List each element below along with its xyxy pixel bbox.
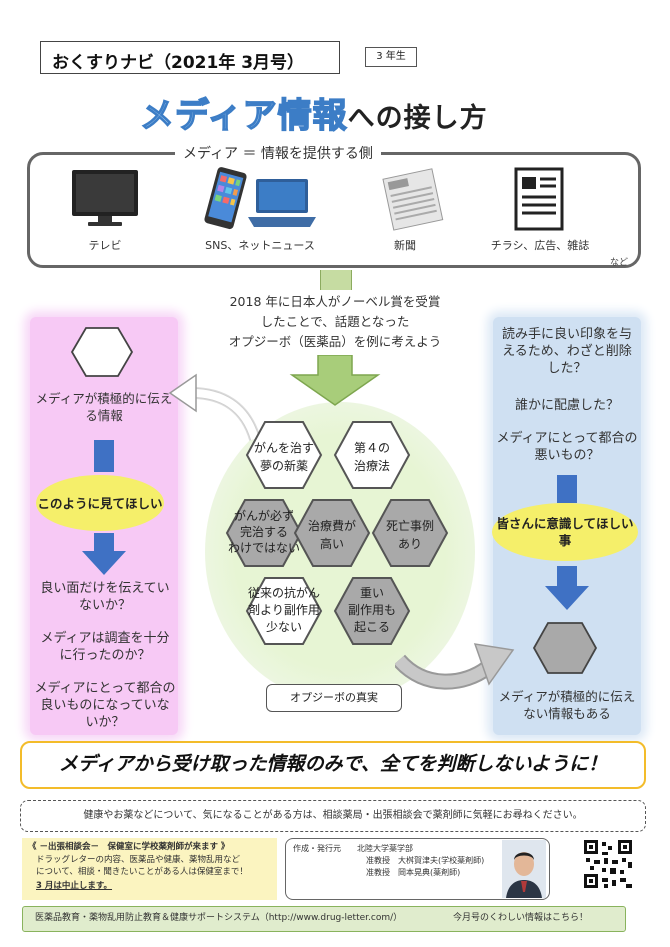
hex-high-cost: 治療費が 高い [293,499,371,567]
grade-label: 3 年生 [365,47,417,67]
right-question-3: メディアにとって都合の悪いもの？ [496,431,638,463]
media-label-tv: テレビ [88,239,122,252]
left-question-1: 良い面だけを伝えていないか？ [40,581,170,613]
svg-text:夢の新薬: 夢の新薬 [260,458,308,473]
hex-cure-dream: がんを治す 夢の新薬 [245,421,323,489]
svg-text:従来の抗がん: 従来の抗がん [248,585,320,600]
connector-stem [320,270,352,290]
consult-note: 健康やお薬などについて、気になることがある方は、相談薬局・出張相談会で薬剤師に気… [20,800,646,832]
svg-text:がんが必ず: がんが必ず [234,508,294,523]
publisher-person-2: 准教授 岡本晃典(薬剤師) [366,868,461,877]
center-intro: 2018 年に日本人がノーベル賞を受賞 したことで、話題となった オプジーボ（医… [200,292,470,352]
right-ellipse: 皆さんに意識してほしい事 [492,503,638,561]
brand-title: おくすりナビ（2021年 3月号） [52,53,305,73]
svg-text:少ない: 少ない [266,620,302,634]
warning-banner: メディアから受け取った情報のみで、全てを判断しないように！ [20,741,646,789]
qr-code[interactable] [582,838,634,890]
svg-text:重い: 重い [360,586,384,600]
media-heading: メディア ＝ 情報を提供する側 [175,143,381,163]
right-down-arrow [545,566,589,610]
svg-text:完治する: 完治する [240,524,288,539]
left-ellipse: このように見てほしい [36,475,164,531]
media-label-sns: SNS、ネットニュース [205,239,315,252]
svg-text:死亡事例: 死亡事例 [386,519,434,533]
svg-text:がんを治す: がんを治す [254,440,314,455]
intro-line-3: オプジーボ（医薬品）を例に考えよう [228,334,442,349]
right-question-2: 誰かに配慮した？ [514,398,619,413]
svg-text:あり: あり [398,537,422,551]
footer-bar: 医薬品教育・薬物乱用防止教育＆健康サポートシステム（http://www.dru… [22,906,626,932]
publisher-org: 北陸大学薬学部 [357,844,413,853]
publisher-person-1: 准教授 大桝賀津夫(学校薬剤師) [366,856,485,865]
title-rest: への接し方 [347,103,488,134]
svg-text:副作用も: 副作用も [348,603,396,617]
outreach-note: 3 月は中止します。 [36,881,113,891]
outreach-title: 《 －出張相談会－ 保健室に学校薬剤師が来ます 》 [28,842,230,852]
page-title: メディア情報への接し方 [139,88,488,137]
green-down-arrow [289,355,381,406]
left-question-3: メディアにとって都合の良いものになっていないか？ [34,681,176,730]
media-label-flyer: チラシ、広告、雑誌 [490,239,590,252]
curved-arrow-right [395,643,515,690]
svg-text:治療費が: 治療費が [308,518,356,533]
newspaper-icon [382,168,444,231]
left-down-arrow [82,533,126,575]
svg-text:起こる: 起こる [354,620,390,634]
svg-text:剤より副作用: 剤より副作用 [248,602,320,617]
footer-system[interactable]: 医薬品教育・薬物乱用防止教育＆健康サポートシステム（http://www.dru… [35,913,403,923]
title-highlight: メディア情報 [139,95,348,137]
outreach-box [22,838,277,900]
white-hexagon-icon [70,327,134,377]
flyer-icon [514,167,564,231]
intro-line-1: 2018 年に日本人がノーベル賞を受賞 [229,294,441,309]
media-label-newspaper: 新聞 [394,239,416,252]
hex-fewer-side-effects: 従来の抗がん 剤より副作用 少ない [245,577,323,645]
svg-text:わけではない: わけではない [228,541,300,555]
left-info-text: メディアが積極的に伝える情報 [35,391,173,423]
gray-hexagon-icon [532,622,598,674]
brand-box [40,41,340,74]
svg-text:第４の: 第４の [354,441,390,455]
publisher-label: 作成・発行元 [293,844,341,853]
hex-death-cases: 死亡事例 あり [371,499,449,567]
right-question-1: 読み手に良い印象を与えるため、わざと削除した？ [501,327,632,376]
intro-line-2: したことで、話題となった [260,314,410,329]
hex-fourth-therapy: 第４の 治療法 [333,421,411,489]
outreach-line-1: ドラッグレターの内容、医薬品や健康、薬物乱用など [36,855,241,865]
hexagon-caption: オプジーボの真実 [266,684,402,712]
right-blue-bar [557,475,577,503]
svg-text:治療法: 治療法 [354,459,390,473]
footer-more-link[interactable]: 今月号のくわしい情報はこちら！ [453,913,589,923]
svg-text:高い: 高い [320,536,344,551]
hex-not-cure: がんが必ず 完治する わけではない [225,499,303,567]
media-etc: など [610,258,629,268]
hexagon-grid: がんを治す 夢の新薬 第４の 治療法 がんが必ず 完治する わけではない 治療費… [225,421,449,645]
curved-arrow-left [168,373,261,441]
smartphone-laptop-icon [204,167,316,230]
left-question-2: メディアは調査を十分に行ったのか？ [40,631,170,663]
outreach-line-2: について、相談・聞きたいことがある人は保健室まで！ [36,867,248,877]
tv-icon [72,170,138,226]
hex-serious-side-effects: 重い 副作用も 起こる [333,577,411,645]
left-blue-bar [94,440,114,472]
right-info-text: メディアが積極的に伝えない情報もある [498,689,636,721]
author-photo [502,840,546,898]
